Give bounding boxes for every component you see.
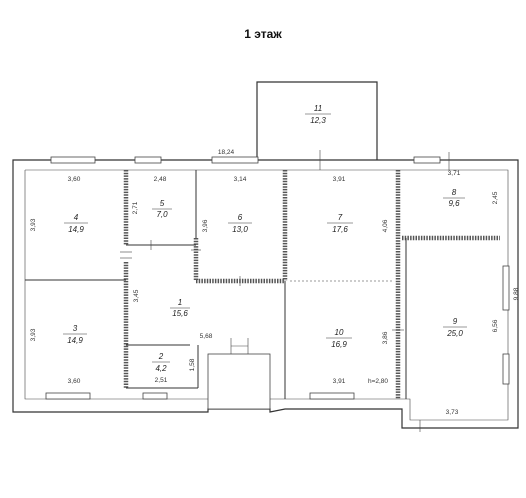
window bbox=[45, 392, 91, 400]
room-area-1: 15,6 bbox=[172, 309, 188, 318]
dim-r3-width: 3,60 bbox=[68, 378, 81, 385]
window bbox=[502, 265, 510, 311]
room-number-3: 3 bbox=[73, 324, 78, 333]
dim-r5-depth: 2,71 bbox=[132, 201, 139, 214]
plan-title: 1 этаж bbox=[244, 27, 282, 41]
room-number-11: 11 bbox=[314, 104, 322, 113]
dim-r10-width: 3,91 bbox=[333, 378, 346, 385]
window bbox=[50, 156, 96, 164]
dim-r6-width: 3,14 bbox=[234, 176, 247, 183]
window bbox=[142, 392, 168, 400]
room-area-2: 4,2 bbox=[155, 364, 167, 373]
room-area-7: 17,6 bbox=[332, 225, 348, 234]
dim-r9-width: 3,73 bbox=[446, 409, 459, 416]
room-area-11: 12,3 bbox=[310, 116, 326, 125]
room-area-3: 14,9 bbox=[67, 336, 83, 345]
room-number-4: 4 bbox=[74, 213, 79, 222]
dim-r6-depth: 3,96 bbox=[202, 219, 209, 232]
room-area-6: 13,0 bbox=[232, 225, 248, 234]
dim-overall-depth: 9,88 bbox=[513, 287, 520, 300]
terrace-outline bbox=[256, 81, 378, 160]
room-area-8: 9,6 bbox=[448, 199, 460, 208]
dim-r1-width: 5,68 bbox=[200, 333, 213, 340]
window bbox=[309, 392, 355, 400]
dim-ceiling-height: h=2,80 bbox=[368, 378, 388, 385]
room-area-10: 16,9 bbox=[331, 340, 347, 349]
dim-r2-width: 2,51 bbox=[155, 377, 168, 384]
outer-wall bbox=[12, 159, 519, 429]
dim-r9-depth: 6,56 bbox=[492, 319, 499, 332]
window bbox=[413, 156, 441, 164]
room-area-5: 7,0 bbox=[156, 210, 168, 219]
porch bbox=[207, 353, 271, 410]
window bbox=[134, 156, 162, 164]
dim-r7-width: 3,91 bbox=[333, 176, 346, 183]
window bbox=[502, 353, 510, 385]
dim-r2-depth: 1,58 bbox=[189, 358, 196, 371]
room-number-8: 8 bbox=[452, 188, 457, 197]
room-number-6: 6 bbox=[238, 213, 243, 222]
dim-r3-depth: 3,93 bbox=[30, 328, 37, 341]
dim-r4-width: 3,60 bbox=[68, 176, 81, 183]
dim-r4-depth: 3,93 bbox=[30, 218, 37, 231]
room-number-10: 10 bbox=[335, 328, 344, 337]
room-number-5: 5 bbox=[160, 199, 165, 208]
dim-r8-depth: 2,45 bbox=[492, 191, 499, 204]
room-number-1: 1 bbox=[178, 298, 182, 307]
dim-overall-width: 18,24 bbox=[218, 149, 235, 156]
dim-r7-depth: 4,06 bbox=[382, 219, 389, 232]
room-area-9: 25,0 bbox=[446, 329, 463, 338]
dim-r10-depth: 3,86 bbox=[382, 331, 389, 344]
room-number-7: 7 bbox=[338, 213, 343, 222]
dim-r1-depth: 3,45 bbox=[133, 289, 140, 302]
dim-r8-width: 3,71 bbox=[448, 170, 461, 177]
window bbox=[211, 156, 259, 164]
room-number-9: 9 bbox=[453, 317, 458, 326]
dim-r5-width: 2,48 bbox=[154, 176, 167, 183]
room-area-4: 14,9 bbox=[68, 225, 84, 234]
room-number-2: 2 bbox=[158, 352, 164, 361]
